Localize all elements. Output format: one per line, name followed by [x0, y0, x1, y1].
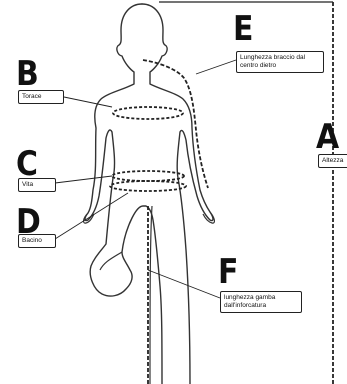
- arm-length-line: [143, 60, 208, 188]
- label-d: Bacino: [18, 234, 56, 248]
- waist-measure-ring: [112, 171, 184, 181]
- leader-b: [64, 97, 112, 107]
- leader-e: [196, 60, 236, 74]
- body-outline-right: [142, 4, 213, 384]
- letter-e: E: [233, 12, 253, 46]
- letter-b: B: [16, 57, 39, 91]
- hip-measure-ring: [110, 181, 186, 191]
- raised-leg-detail: [100, 252, 122, 270]
- label-c: Vita: [18, 178, 56, 192]
- leader-c: [55, 176, 112, 183]
- label-a: Altezza: [318, 154, 347, 168]
- letter-c: C: [16, 147, 38, 181]
- inner-leg-line: [150, 206, 152, 384]
- label-b: Torace: [18, 90, 64, 104]
- leader-f: [148, 270, 220, 298]
- letter-a: A: [316, 120, 339, 154]
- letter-f: F: [218, 255, 238, 289]
- chest-measure-ring: [113, 107, 183, 119]
- label-f: lunghezza gamba dall'inforcatura: [220, 291, 302, 313]
- label-e: Lunghezza braccio dal centro dietro: [236, 51, 324, 73]
